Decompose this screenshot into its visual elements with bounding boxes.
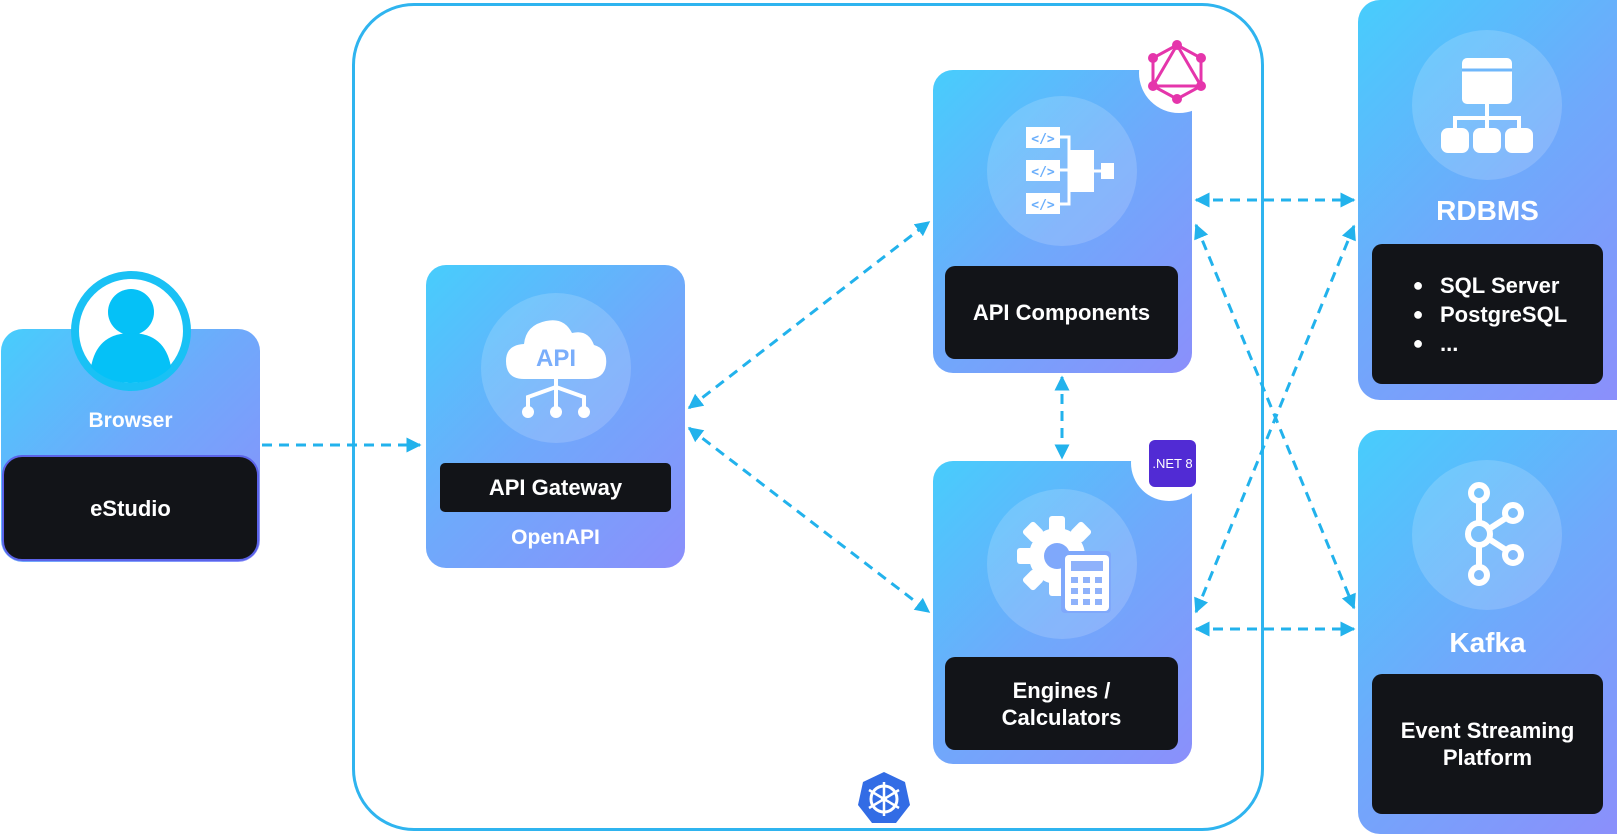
- browser-title: Browser: [88, 409, 173, 432]
- rdbms-item: PostgreSQL: [1440, 301, 1568, 327]
- api-components-label: API Components: [972, 300, 1151, 325]
- kafka-title: Kafka: [1449, 627, 1526, 658]
- database-hierarchy-icon: [1441, 58, 1533, 153]
- api-gateway-card: API API Gateway OpenAPI: [426, 265, 685, 568]
- dotnet-badge-label: .NET 8: [1152, 456, 1193, 471]
- api-cloud-text: API: [536, 345, 576, 372]
- api-components-panel: API Components: [945, 266, 1178, 359]
- api-gateway-panel: API Gateway: [440, 463, 671, 512]
- kafka-panel: Event Streaming Platform: [1372, 674, 1603, 814]
- rdbms-card: RDBMS ● SQL Server ● PostgreSQL ●...: [1358, 0, 1617, 400]
- rdbms-panel: ● SQL Server ● PostgreSQL ●...: [1372, 244, 1603, 384]
- bullet: ●: [1412, 303, 1424, 324]
- rdbms-list: ● SQL Server ● PostgreSQL ●...: [1372, 271, 1568, 358]
- kafka-card: Kafka Event Streaming Platform: [1358, 430, 1617, 834]
- browser-app-label: eStudio: [90, 495, 171, 521]
- engines-label-line1: Engines /: [1012, 677, 1111, 703]
- svg-text:</>: </>: [1031, 132, 1055, 147]
- kafka-label-line2: Platform: [1442, 745, 1533, 770]
- graphql-icon: [1148, 40, 1206, 104]
- dotnet-badge-icon: .NET 8: [1149, 440, 1196, 487]
- list-item: ●...: [1372, 329, 1567, 358]
- gear-calculator-icon: [1017, 516, 1111, 613]
- browser-app-panel: eStudio: [2, 455, 259, 561]
- engines-panel: Engines / Calculators: [945, 657, 1178, 750]
- list-item: ● SQL Server: [1372, 271, 1567, 300]
- code-components-icon: </> </> </>: [1026, 127, 1114, 214]
- rdbms-item: ...: [1440, 330, 1459, 356]
- bullet: ●: [1412, 274, 1424, 295]
- svg-text:</>: </>: [1031, 165, 1055, 180]
- kafka-label-line1: Event Streaming: [1400, 718, 1575, 743]
- api-cloud-icon: API: [506, 320, 607, 418]
- rdbms-title: RDBMS: [1436, 195, 1539, 226]
- user-avatar-icon: [71, 271, 191, 391]
- engines-label-line2: Calculators: [1001, 704, 1122, 730]
- bullet: ●: [1412, 332, 1424, 353]
- kafka-icon: [1465, 482, 1524, 586]
- rdbms-item: SQL Server: [1440, 272, 1560, 298]
- list-item: ● PostgreSQL: [1372, 300, 1568, 329]
- kubernetes-icon: [858, 772, 910, 823]
- api-components-card: </> </> </> API Components: [933, 70, 1192, 373]
- engines-card: Engines / Calculators: [933, 461, 1192, 764]
- svg-text:</>: </>: [1031, 198, 1055, 213]
- api-gateway-label: API Gateway: [488, 475, 623, 500]
- openapi-label: OpenAPI: [511, 526, 600, 549]
